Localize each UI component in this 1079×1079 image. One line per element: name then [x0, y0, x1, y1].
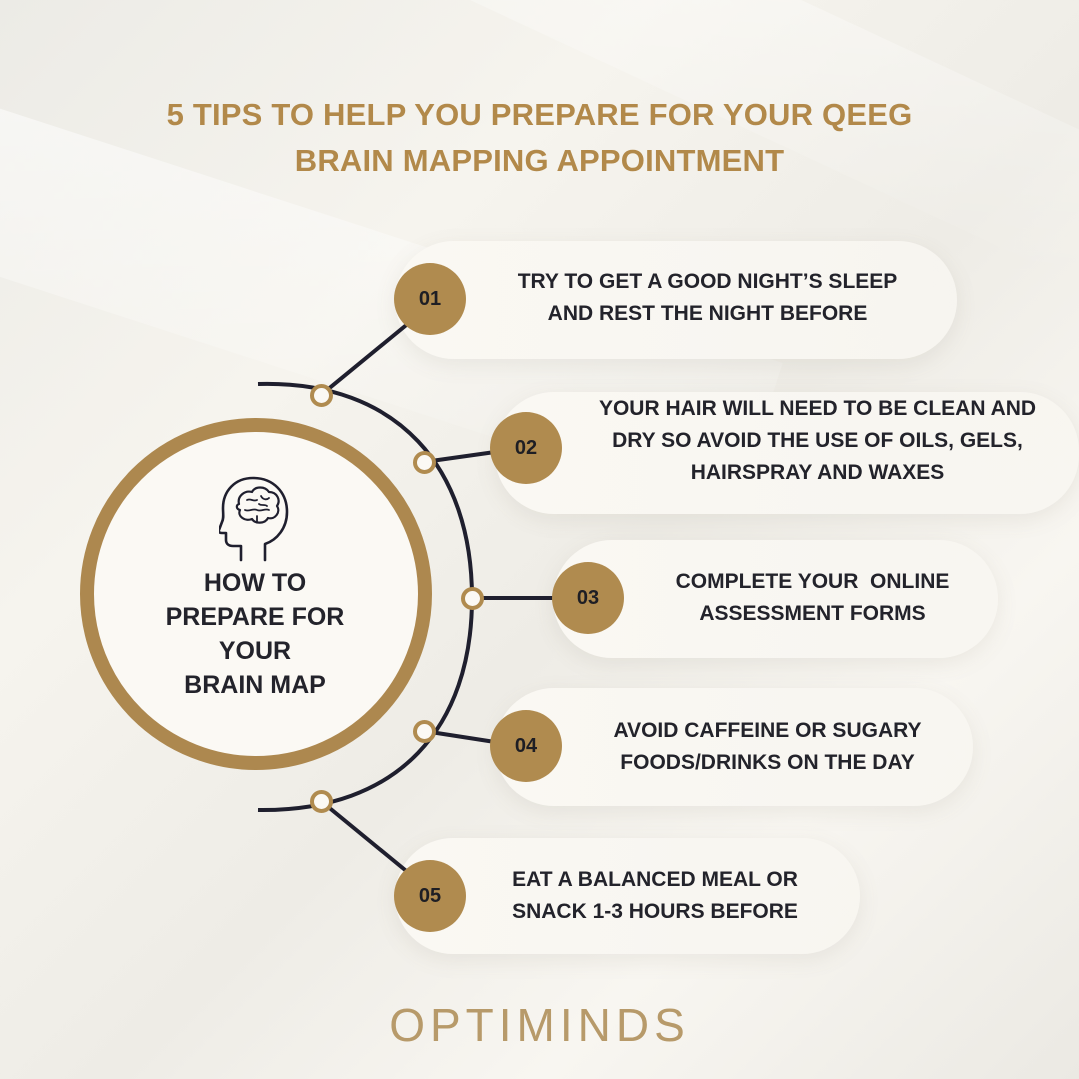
tip-number-02: 02	[490, 412, 562, 484]
tip-05-line-2: SNACK 1-3 HOURS BEFORE	[512, 900, 798, 923]
arc-node-04	[413, 720, 436, 743]
tip-02-line-2: DRY SO AVOID THE USE OF OILS, GELS,	[612, 429, 1023, 452]
tip-02-line-3: HAIRSPRAY AND WAXES	[690, 461, 945, 484]
tip-card-04	[495, 688, 973, 806]
tip-01-line-2: AND REST THE NIGHT BEFORE	[547, 302, 868, 325]
tip-04-line-1: AVOID CAFFEINE OR SUGARY	[613, 719, 922, 742]
hub-line-3: YOUR	[218, 637, 292, 665]
hub-line-2: PREPARE FOR	[165, 603, 345, 631]
tip-02-line-1: YOUR HAIR WILL NEED TO BE CLEAN AND	[598, 397, 1037, 420]
page-title: 5 TIPS TO HELP YOU PREPARE FOR YOUR QEEG…	[0, 92, 1079, 184]
brain-head-icon	[219, 476, 289, 562]
tip-text-01: TRY TO GET A GOOD NIGHT’S SLEEP AND REST…	[470, 266, 945, 330]
tip-text-02: YOUR HAIR WILL NEED TO BE CLEAN AND DRY …	[565, 393, 1070, 489]
tip-card-02	[495, 392, 1079, 514]
tip-03-line-1: COMPLETE YOUR ONLINE	[675, 570, 950, 593]
tip-number-01: 01	[394, 263, 466, 335]
tip-number-03: 03	[552, 562, 624, 634]
arc-node-01	[310, 384, 333, 407]
tip-text-03: COMPLETE YOUR ONLINE ASSESSMENT FORMS	[630, 566, 995, 630]
tip-text-05: EAT A BALANCED MEAL OR SNACK 1-3 HOURS B…	[475, 864, 835, 928]
hub-line-4: BRAIN MAP	[184, 671, 326, 699]
tip-03-line-2: ASSESSMENT FORMS	[699, 602, 926, 625]
arc-node-02	[413, 451, 436, 474]
title-line-2: BRAIN MAPPING APPOINTMENT	[294, 143, 785, 178]
hub-label: HOW TO PREPARE FOR YOUR BRAIN MAP	[120, 566, 390, 702]
brand-logo: OPTIMINDS	[389, 999, 690, 1051]
tip-card-01	[395, 241, 957, 359]
tip-number-05: 05	[394, 860, 466, 932]
tip-04-line-2: FOODS/DRINKS ON THE DAY	[620, 751, 915, 774]
tip-number-04: 04	[490, 710, 562, 782]
tip-05-line-1: EAT A BALANCED MEAL OR	[512, 868, 798, 891]
tip-card-05	[395, 838, 860, 954]
connector-line-05	[319, 799, 412, 876]
tip-card-03	[553, 540, 998, 658]
tip-01-line-1: TRY TO GET A GOOD NIGHT’S SLEEP	[517, 270, 898, 293]
arc-node-03	[461, 587, 484, 610]
title-line-1: 5 TIPS TO HELP YOU PREPARE FOR YOUR QEEG	[166, 97, 913, 132]
arc-node-05	[310, 790, 333, 813]
hub-line-1: HOW TO	[203, 569, 307, 597]
tip-text-04: AVOID CAFFEINE OR SUGARY FOODS/DRINKS ON…	[575, 715, 960, 779]
connector-line-01	[319, 320, 412, 397]
